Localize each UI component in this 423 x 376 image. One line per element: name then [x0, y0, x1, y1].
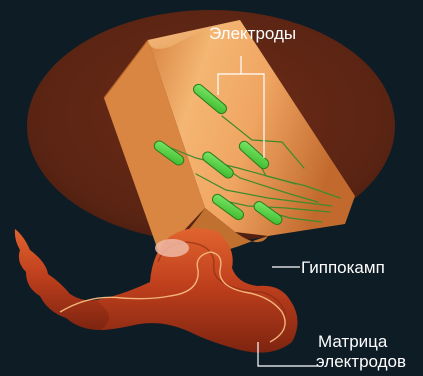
hippocampus — [15, 228, 298, 353]
label-matrix-line2: электродов — [316, 352, 406, 372]
label-hippocampus: Гиппокамп — [301, 258, 385, 278]
label-electrode-matrix: Матрица электродов — [318, 332, 406, 372]
hippocampus-highlight — [155, 239, 189, 257]
label-electrodes: Электроды — [209, 24, 296, 44]
label-matrix-line1: Матрица — [318, 332, 406, 352]
